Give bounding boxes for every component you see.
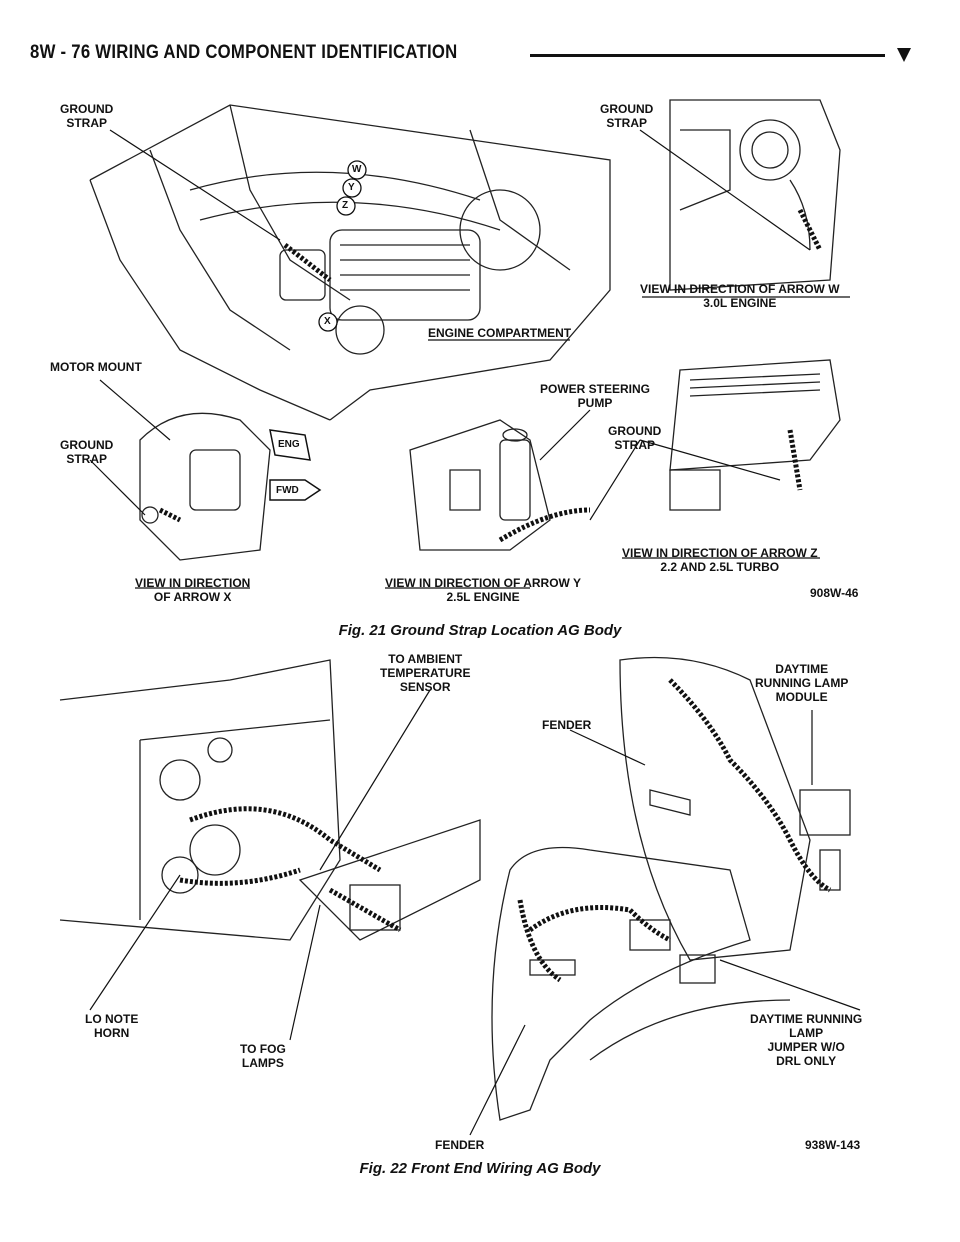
lo-note-horn-label: LO NOTE HORN [85,1012,139,1040]
fender-bottom-label: FENDER [435,1138,485,1152]
figure-21-illustration [89,99,850,589]
arrow-x-tag: X [324,316,331,327]
view-x-label: VIEW IN DIRECTION OF ARROW X [135,576,251,604]
ambient-sensor-label: TO AMBIENT TEMPERATURE SENSOR [380,652,471,694]
figure-22-front-end-wiring: TO AMBIENT TEMPERATURE SENSOR DAYTIME RU… [30,640,930,1160]
view-z-label: VIEW IN DIRECTION OF ARROW Z 2.2 AND 2.5… [622,546,818,574]
figure-22-caption: Fig. 22 Front End Wiring AG Body [359,1160,601,1177]
power-steering-pump-label: POWER STEERING PUMP [540,382,651,410]
figure-22-illustration [59,656,861,1136]
arrow-w-tag: W [352,164,362,175]
ground-strap-label-b: GROUND STRAP [600,102,654,130]
drl-jumper-label: DAYTIME RUNNING LAMP JUMPER W/O DRL ONLY [750,1012,863,1068]
figure-21-ground-strap-location: GROUND STRAP GROUND STRAP VIEW IN DIRECT… [30,90,930,610]
figure-21-code: 908W-46 [810,586,859,600]
fender-top-label: FENDER [542,718,592,732]
drl-module-label: DAYTIME RUNNING LAMP MODULE [755,662,849,704]
header-title: 8W - 76 WIRING AND COMPONENT IDENTIFICAT… [30,42,458,63]
view-w-label: VIEW IN DIRECTION OF ARROW W 3.0L ENGINE [640,282,840,310]
ground-strap-label-c: GROUND STRAP [60,438,114,466]
eng-tag: ENG [278,439,300,450]
fwd-tag: FWD [276,485,299,496]
figure-21-caption: Fig. 21 Ground Strap Location AG Body [338,622,622,639]
down-triangle-icon [897,48,911,62]
page-header: 8W - 76 WIRING AND COMPONENT IDENTIFICAT… [30,42,920,72]
ground-strap-label-d: GROUND STRAP [608,424,662,452]
arrow-y-tag: Y [348,182,355,193]
arrow-z-tag: Z [342,200,349,211]
header-rule [530,54,885,57]
motor-mount-label: MOTOR MOUNT [50,360,142,374]
engine-compartment-label: ENGINE COMPARTMENT [428,326,572,340]
figure-22-code: 938W-143 [805,1138,861,1152]
fog-lamps-label: TO FOG LAMPS [240,1042,286,1070]
ground-strap-label-a: GROUND STRAP [60,102,114,130]
view-y-label: VIEW IN DIRECTION OF ARROW Y 2.5L ENGINE [385,576,582,604]
